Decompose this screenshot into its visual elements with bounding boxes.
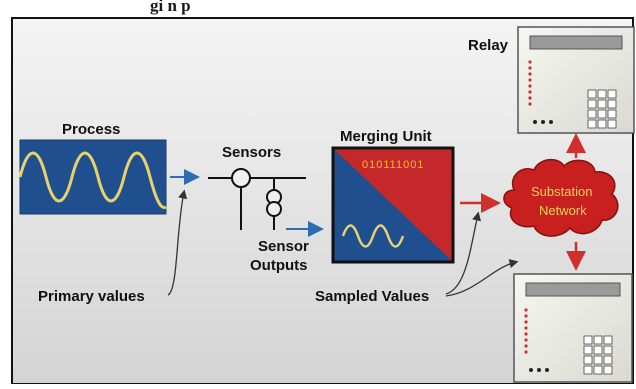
merging-unit-wave-icon (341, 224, 405, 248)
process-waveform-box (19, 139, 167, 215)
sampled-values-pointer-relay (445, 259, 519, 297)
binary-data-text: 010111001 (362, 159, 424, 171)
sampled-values-label: Sampled Values (315, 288, 429, 305)
substation-network-cloud (503, 158, 619, 237)
relay-label: Relay (468, 37, 509, 54)
primary-values-label: Primary values (38, 288, 145, 305)
relay-device-bottom (513, 273, 633, 383)
sine-wave-icon (18, 151, 167, 209)
sensor-outputs-label-line2: Outputs (250, 257, 308, 274)
process-label: Process (62, 121, 120, 138)
merging-unit-box (331, 146, 455, 264)
slide-heading-fragment: gi n p (150, 0, 191, 15)
merging-unit-label: Merging Unit (340, 128, 432, 145)
sensor-symbol-icon (208, 168, 306, 230)
sampled-values-pointer-network (445, 211, 482, 295)
substation-label-line2: Network (539, 203, 587, 218)
sensor-outputs-label-line1: Sensor (258, 238, 309, 255)
substation-label-line1: Substation (531, 184, 592, 199)
relay-device-top (517, 26, 635, 134)
primary-values-pointer (167, 189, 188, 296)
sensors-label: Sensors (222, 144, 281, 161)
